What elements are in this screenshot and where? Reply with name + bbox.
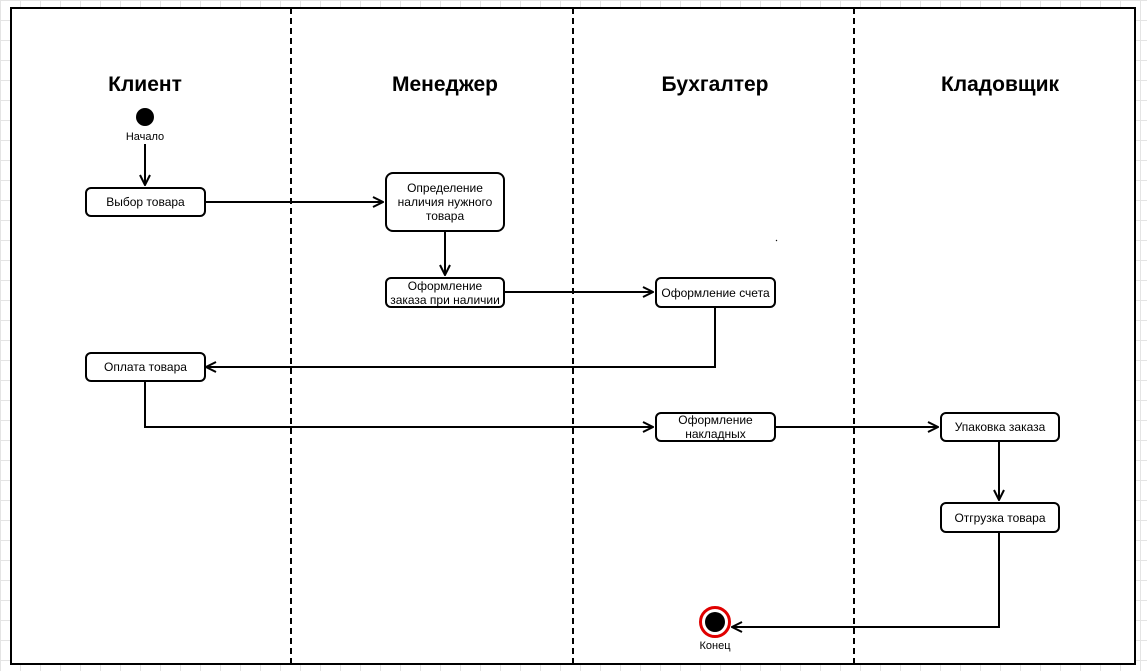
node-place-order-label: Оформление заказа при наличии: [390, 278, 500, 307]
node-payment[interactable]: Оплата товара: [85, 352, 206, 382]
lane-title-client: Клиент: [108, 73, 182, 96]
lane-title-manager: Менеджер: [392, 73, 498, 96]
node-check-availability[interactable]: Определение наличия нужного товара: [385, 172, 505, 232]
node-shipment-label: Отгрузка товара: [954, 510, 1046, 525]
node-packing-label: Упаковка заказа: [954, 420, 1046, 434]
node-choose-product-label: Выбор товара: [106, 195, 185, 209]
flow-payment-to-waybills: [144, 382, 653, 427]
node-choose-product[interactable]: Выбор товара: [85, 187, 206, 217]
node-payment-label: Оплата товара: [104, 360, 187, 374]
lane-title-storekeeper: Кладовщик: [940, 73, 1060, 96]
end-node-core: [705, 612, 725, 632]
stray-dot: [775, 239, 778, 242]
node-check-availability-label: Определение наличия нужного товара: [397, 181, 493, 223]
start-node[interactable]: [136, 108, 154, 126]
node-shipment[interactable]: Отгрузка товара: [940, 502, 1060, 533]
node-waybills-label: Оформление накладных: [678, 413, 753, 441]
node-packing[interactable]: Упаковка заказа: [940, 412, 1060, 442]
lane-title-accountant: Бухгалтер: [661, 73, 769, 96]
flow-invoice-to-payment: [206, 308, 716, 367]
end-node[interactable]: [699, 606, 731, 638]
flow-shipment-to-end: [732, 533, 1000, 627]
start-label: Начало: [125, 131, 165, 143]
node-place-order[interactable]: Оформление заказа при наличии: [385, 277, 505, 308]
diagram-frame: [10, 7, 1136, 665]
node-make-invoice[interactable]: Оформление счета: [655, 277, 776, 308]
node-make-invoice-label: Оформление счета: [661, 285, 770, 300]
end-label: Конец: [699, 640, 731, 652]
node-waybills[interactable]: Оформление накладных: [655, 412, 776, 442]
